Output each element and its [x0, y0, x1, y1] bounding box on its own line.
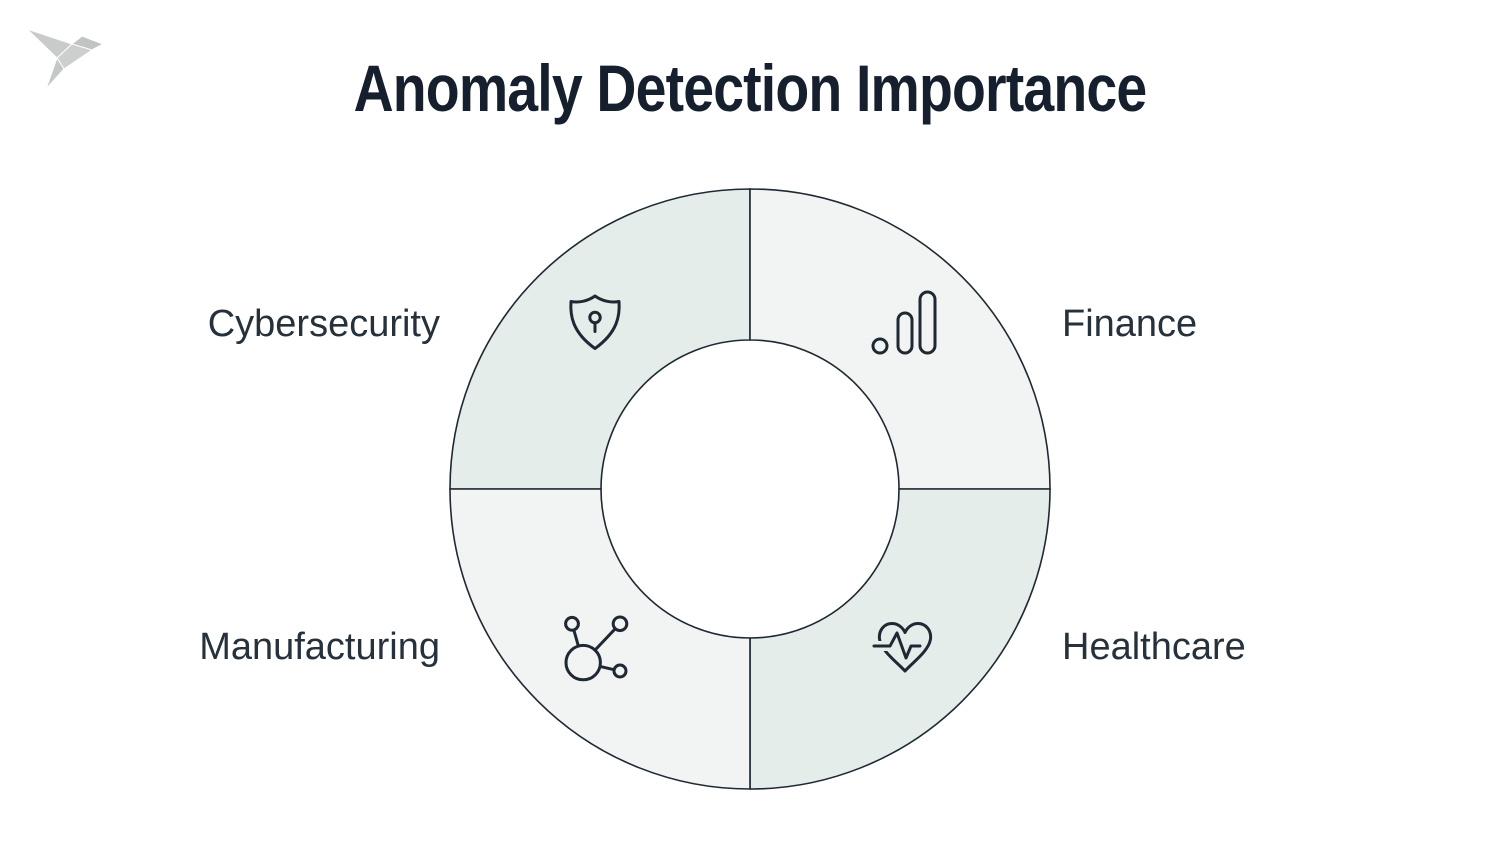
label-cybersecurity: Cybersecurity — [207, 303, 440, 345]
segment-manufacturing — [449, 488, 751, 790]
label-healthcare: Healthcare — [1062, 626, 1246, 668]
segment-cybersecurity — [449, 188, 751, 490]
shield-keyhole-icon — [569, 294, 621, 350]
label-manufacturing: Manufacturing — [199, 626, 440, 668]
bar-chart-icon — [871, 290, 937, 355]
segment-finance — [749, 188, 1051, 490]
origami-bird-icon — [26, 28, 105, 90]
page-title: Anomaly Detection Importance — [353, 51, 1148, 125]
label-finance: Finance — [1062, 303, 1198, 345]
donut-quadrant-chart — [449, 188, 1051, 790]
heart-pulse-icon — [869, 622, 933, 673]
network-hub-icon — [564, 615, 629, 682]
